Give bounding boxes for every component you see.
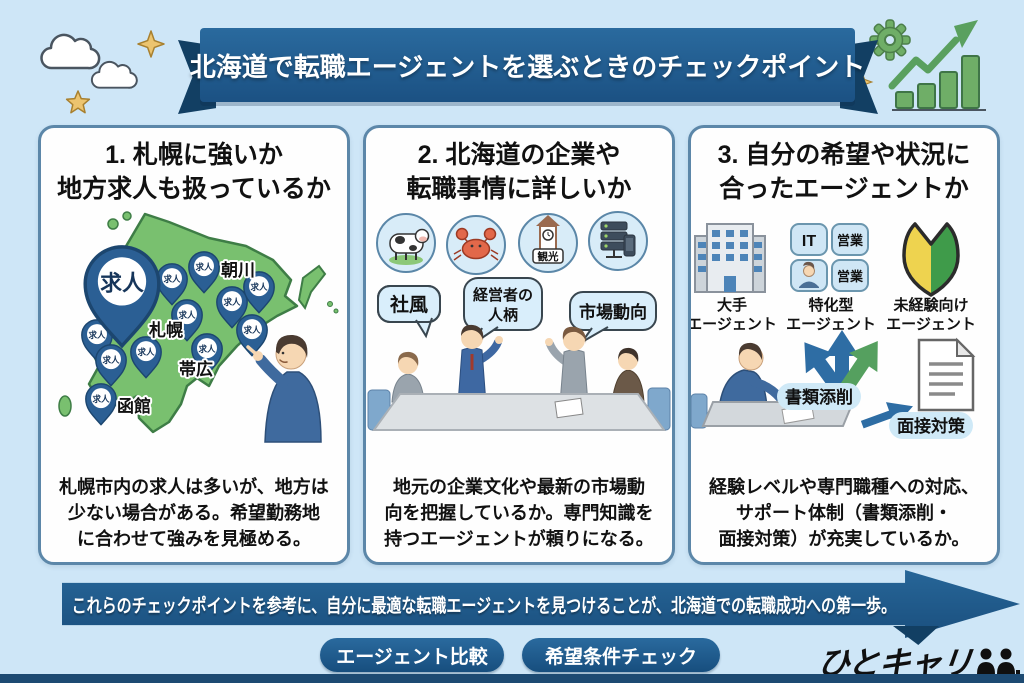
agent-type-label: 大手: [717, 296, 747, 314]
job-pin: 求人: [216, 286, 248, 329]
document-icon: [917, 337, 976, 412]
office-building-icon: [694, 223, 766, 293]
svg-text:求人: 求人: [198, 343, 216, 354]
city-label-sapporo: 札幌: [148, 320, 183, 340]
job-pin: 求人: [95, 344, 127, 387]
crab-icon: [453, 227, 499, 261]
card-agent-fit: 3. 自分の希望や状況に 合ったエージェントか: [688, 125, 1000, 565]
growth-chart-icon: [888, 20, 986, 111]
svg-text:求人: 求人: [92, 393, 110, 404]
bubble-president-2: 人柄: [488, 306, 518, 324]
city-label-hakodate: 函館: [117, 396, 151, 416]
svg-text:求人: 求人: [88, 329, 106, 340]
badge-sales-top: 営業: [837, 233, 864, 248]
cow-icon: [389, 228, 430, 265]
conclusion-arrow-banner: これらのチェックポイントを参考に、自分に最適な転職エージェントを見つけることが、…: [62, 570, 1020, 638]
hitocari-logo: ひとキャリ: [812, 642, 1020, 681]
svg-text:求人: 求人: [102, 354, 120, 365]
server-icon: [600, 221, 636, 258]
agent-type-label: 未経験向け: [892, 296, 968, 314]
svg-text:求人: 求人: [195, 261, 213, 272]
clock-tower-icon: 観光: [532, 215, 564, 264]
tourism-label: 観光: [538, 250, 559, 263]
agent-type-label: エージェント: [786, 316, 876, 333]
gear-chart-decoration: [850, 19, 986, 111]
card2-title: 2. 北海道の企業や 転職事情に詳しいか: [406, 141, 632, 203]
specialty-badges-icon: IT 営業 営業: [790, 223, 869, 292]
hokkaido-map-illustration: 求人 求人 求人 求人 求人 求人 求人 求人 求人 求人 求人 求人 朝川 札…: [58, 211, 339, 443]
support-labels: 書類添削 面接対策: [777, 383, 973, 439]
city-label-obihiro: 帯広: [179, 359, 213, 379]
cloud-icon: [90, 60, 138, 89]
job-pin: 求人: [236, 314, 268, 357]
card3-title: 3. 自分の希望や状況に 合ったエージェントか: [717, 141, 971, 203]
job-pin: 求人: [243, 271, 275, 314]
bubble-president-1: 経営者の: [473, 286, 533, 304]
title-banner: 北海道で転職エージェントを選ぶときのチェックポイント: [190, 28, 865, 102]
svg-text:求人: 求人: [100, 271, 144, 296]
clouds-stars-decoration: [40, 30, 165, 114]
svg-text:求人: 求人: [243, 324, 261, 335]
job-pin: 求人: [191, 333, 223, 376]
job-pin: 求人: [81, 319, 113, 362]
person-badge-icon: [799, 261, 819, 288]
job-pin: 求人: [130, 336, 162, 379]
job-pin: 求人: [188, 251, 220, 294]
people-icon: [977, 648, 1020, 674]
agent-type-label: 特化型: [808, 296, 853, 314]
job-pin: 求人: [171, 299, 203, 342]
card-sapporo-strength: 1. 札幌に強いか 地方求人も扱っているか 求人 求人: [38, 125, 350, 565]
big-job-pin: 求人: [83, 245, 161, 348]
agent-compare-button[interactable]: エージェント比較: [320, 638, 504, 672]
bubble-culture: 社風: [389, 293, 428, 316]
agent-type-label: エージェント: [691, 316, 777, 333]
agent-types-illustration: IT 営業 営業 大手 エージェント 特化型 エージェント 未経験向け: [691, 222, 976, 439]
svg-text:求人: 求人: [250, 281, 268, 292]
card2-caption: 地元の企業文化や最新の市場動 向を把握しているか。専門知識を 持つエージェントが…: [384, 477, 654, 549]
conditions-check-button[interactable]: 希望条件チェック: [522, 638, 720, 672]
badge-sales-bottom: 営業: [837, 269, 864, 284]
bottom-border: [0, 674, 1024, 683]
star-icon: [65, 90, 91, 114]
svg-text:求人: 求人: [223, 296, 241, 307]
badge-it: IT: [802, 233, 816, 250]
job-pins: 求人 求人 求人 求人 求人 求人 求人 求人 求人 求人 求人 求人: [81, 245, 275, 426]
interview-support-label: 面接対策: [897, 416, 966, 436]
sparkle-icon: [137, 30, 165, 58]
card-local-knowledge: 2. 北海道の企業や 転職事情に詳しいか: [363, 125, 675, 565]
card1-title: 1. 札幌に強いか 地方求人も扱っているか: [57, 141, 331, 203]
cloud-icon: [40, 33, 101, 70]
document-support-label: 書類添削: [785, 387, 853, 407]
conclusion-text: これらのチェックポイントを参考に、自分に最適な転職エージェントを見つけることが、…: [71, 595, 896, 617]
job-pin: 求人: [156, 263, 188, 306]
speech-bubbles: 社風 経営者の 人柄 市場動向: [377, 277, 657, 345]
meeting-illustration: 観光 社風 経営者の 人柄: [367, 211, 671, 431]
meeting-people: [367, 324, 671, 431]
page-title: 北海道で転職エージェントを選ぶときのチェックポイント: [189, 51, 866, 82]
agent-type-label: エージェント: [886, 316, 976, 333]
svg-text:求人: 求人: [178, 309, 196, 320]
gear-icon: [869, 19, 911, 61]
bubble-market: 市場動向: [579, 302, 647, 322]
beginner-mark-icon: [902, 222, 960, 297]
job-pin: 求人: [85, 383, 117, 426]
svg-text:求人: 求人: [137, 346, 155, 357]
pointing-person: [246, 334, 322, 443]
card3-caption: 経験レベルや専門職種への対応、 サポート体制（書類添削・ 面接対策）が充実してい…: [709, 477, 979, 549]
svg-text:求人: 求人: [163, 273, 181, 284]
city-label-asahikawa: 朝川: [221, 260, 255, 280]
card1-caption: 札幌市内の求人は多いが、地方は 少ない場合がある。希望勤務地 に合わせて強みを見…: [59, 477, 329, 549]
